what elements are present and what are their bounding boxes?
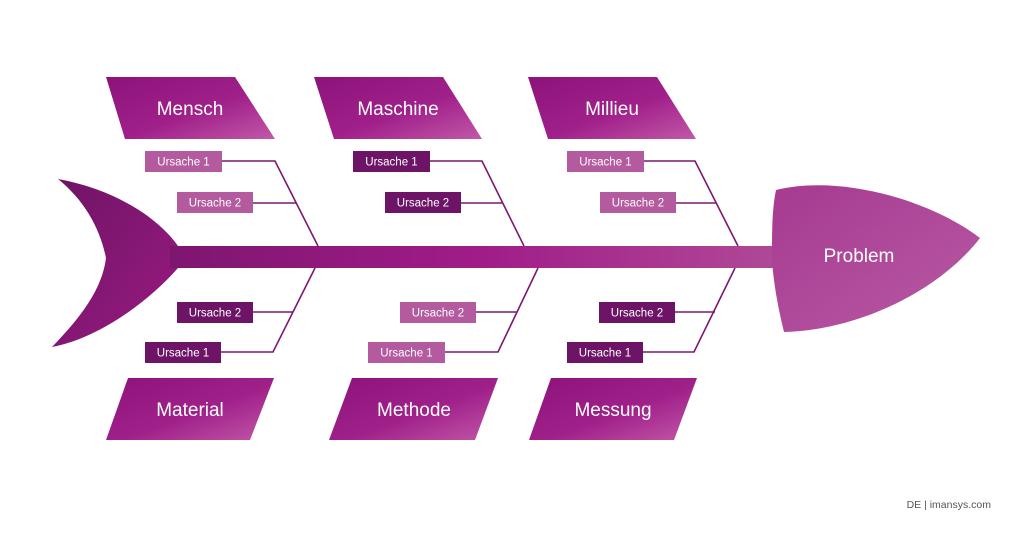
cause-messung-2-label: Ursache 2 (611, 308, 663, 320)
fish-head (772, 185, 980, 332)
cause-maschine-1-label: Ursache 1 (365, 157, 417, 169)
category-messung-label: Messung (574, 400, 651, 421)
bone-lines (221, 160, 739, 353)
cause-messung-1: Ursache 1 (567, 342, 643, 363)
cause-messung-1-label: Ursache 1 (579, 348, 631, 360)
cause-millieu-1: Ursache 1 (567, 151, 644, 172)
cause-methode-1: Ursache 1 (368, 342, 445, 363)
cause-millieu-1-label: Ursache 1 (579, 157, 631, 169)
category-mensch: Mensch (106, 77, 275, 139)
cause-methode-1-label: Ursache 1 (380, 348, 432, 360)
category-maschine: Maschine (314, 77, 482, 139)
category-millieu: Millieu (528, 77, 696, 139)
fish-tail (52, 179, 178, 347)
category-millieu-label: Millieu (585, 99, 639, 120)
category-methode: Methode (329, 378, 498, 440)
cause-messung-2: Ursache 2 (599, 302, 675, 323)
cause-maschine-1: Ursache 1 (353, 151, 430, 172)
cause-methode-2-label: Ursache 2 (412, 308, 464, 320)
problem-label: Problem (824, 246, 895, 267)
category-methode-label: Methode (377, 400, 451, 421)
cause-material-1: Ursache 1 (145, 342, 221, 363)
category-material-label: Material (156, 400, 224, 421)
category-material: Material (106, 378, 274, 440)
cause-millieu-2: Ursache 2 (600, 192, 676, 213)
cause-material-1-label: Ursache 1 (157, 348, 209, 360)
cause-mensch-1-label: Ursache 1 (157, 157, 209, 169)
cause-maschine-2-label: Ursache 2 (397, 198, 449, 210)
cause-millieu-2-label: Ursache 2 (612, 198, 664, 210)
cause-maschine-2: Ursache 2 (385, 192, 461, 213)
category-maschine-label: Maschine (357, 99, 438, 120)
cause-material-2-label: Ursache 2 (189, 308, 241, 320)
cause-mensch-2-label: Ursache 2 (189, 198, 241, 210)
cause-mensch-2: Ursache 2 (177, 192, 253, 213)
cause-material-2: Ursache 2 (177, 302, 253, 323)
category-mensch-label: Mensch (157, 99, 224, 120)
fish-spine (170, 246, 786, 268)
footer-credit: DE | imansys.com (906, 499, 991, 511)
category-messung: Messung (529, 378, 697, 440)
cause-mensch-1: Ursache 1 (145, 151, 222, 172)
cause-methode-2: Ursache 2 (400, 302, 476, 323)
